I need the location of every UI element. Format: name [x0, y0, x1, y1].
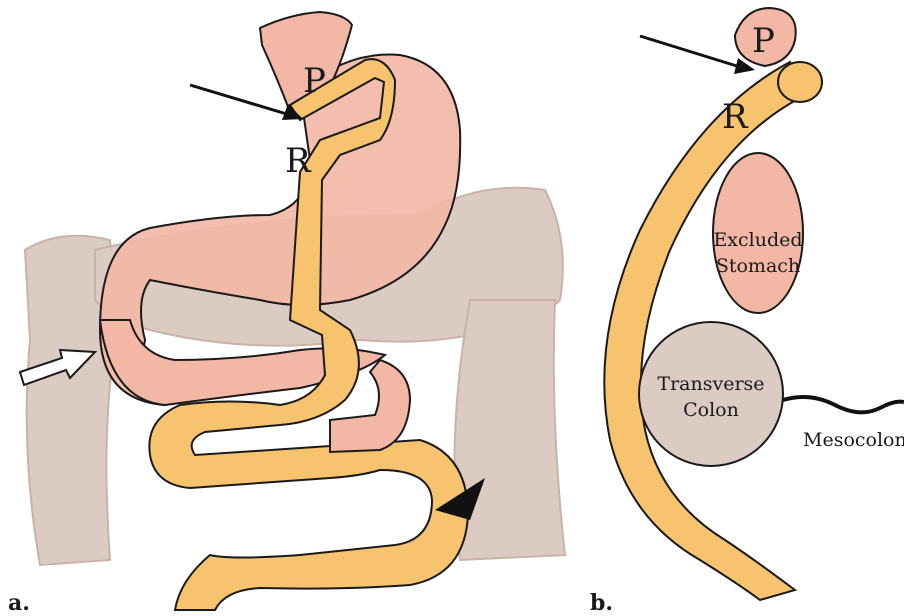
panel-b-label: b. [590, 590, 613, 616]
panel-a-label: a. [8, 590, 30, 616]
panel-b: R P Excluded Stomach Transverse Colon Me… [590, 8, 904, 616]
label-pouch-a: P [303, 61, 326, 101]
label-roux-a: R [285, 141, 312, 181]
label-roux-b: R [722, 97, 749, 137]
descending-colon [454, 300, 565, 560]
label-excluded-line2: Stomach [716, 255, 800, 277]
mesocolon-line [783, 397, 904, 412]
label-excluded-line1: Excluded [713, 229, 802, 251]
label-transverse-line1: Transverse [657, 373, 764, 395]
roux-limb-end-b [778, 62, 822, 102]
label-mesocolon: Mesocolon [803, 429, 904, 451]
label-pouch-b: P [752, 21, 775, 61]
panel-a: P R a. [8, 12, 565, 616]
label-transverse-line2: Colon [683, 399, 739, 421]
